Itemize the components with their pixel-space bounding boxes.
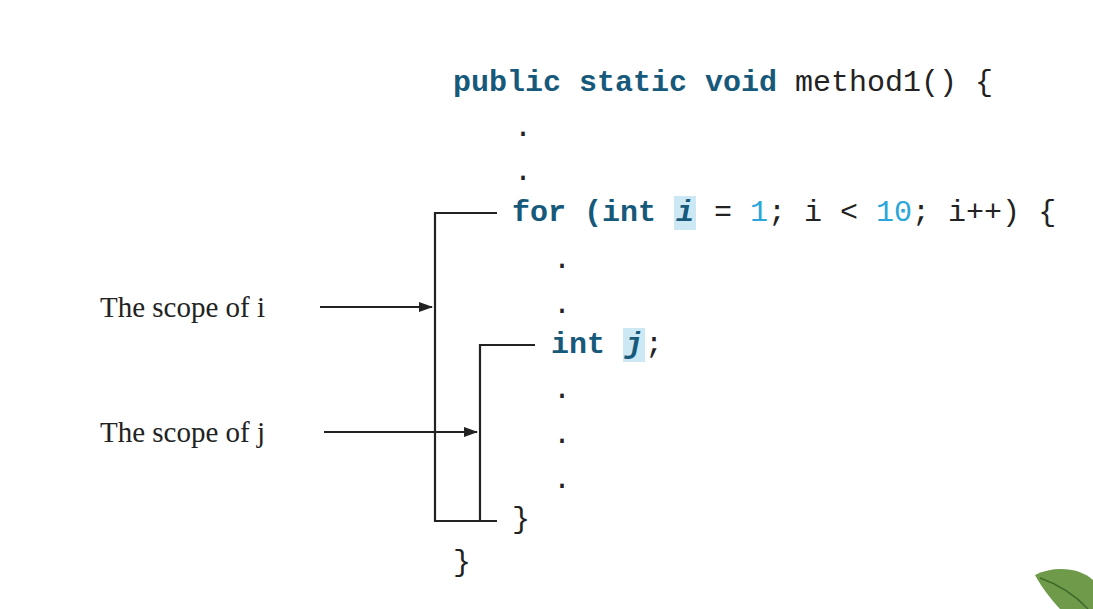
code-line: for (int i = 1; i < 10; i++) { [512, 196, 1056, 230]
code-text: ; i++) { [912, 196, 1056, 230]
scope-bracket-j [480, 345, 535, 521]
code-text: ; [645, 328, 663, 362]
code-text: . [553, 418, 571, 452]
scope-bracket-i [435, 213, 497, 521]
code-text: } [453, 546, 471, 580]
code-text: ; i < [768, 196, 858, 230]
code-text: . [553, 463, 571, 497]
code-number: 10 [876, 196, 912, 230]
code-keyword: public static void [453, 66, 777, 100]
pointer-arrow [324, 431, 477, 433]
code-line: . [553, 373, 571, 407]
highlighted-variable: j [623, 328, 645, 362]
code-number: 1 [750, 196, 768, 230]
code-line: . [553, 288, 571, 322]
code-line: . [514, 111, 532, 145]
bracket-lines [320, 213, 535, 521]
code-line: } [453, 546, 471, 580]
code-keyword: for (int [512, 196, 656, 230]
code-line: . [553, 243, 571, 277]
code-text: = [714, 196, 732, 230]
code-text: } [512, 503, 530, 537]
scope-label: The scope of i [100, 291, 265, 324]
code-line: } [512, 503, 530, 537]
leaf-decoration [1035, 569, 1093, 609]
code-line: intj; [551, 328, 663, 362]
code-keyword: int [551, 328, 605, 362]
code-line: public static void method1() { [453, 66, 993, 100]
code-text: . [514, 111, 532, 145]
code-text: . [553, 288, 571, 322]
code-line: . [553, 463, 571, 497]
scope-label: The scope of j [100, 416, 265, 449]
code-text: . [553, 243, 571, 277]
code-line: . [514, 155, 532, 189]
code-line: . [553, 418, 571, 452]
pointer-arrow [320, 306, 432, 308]
code-text: . [514, 155, 532, 189]
highlighted-variable: i [674, 196, 696, 230]
code-text: method1() { [795, 66, 993, 100]
code-text: . [553, 373, 571, 407]
